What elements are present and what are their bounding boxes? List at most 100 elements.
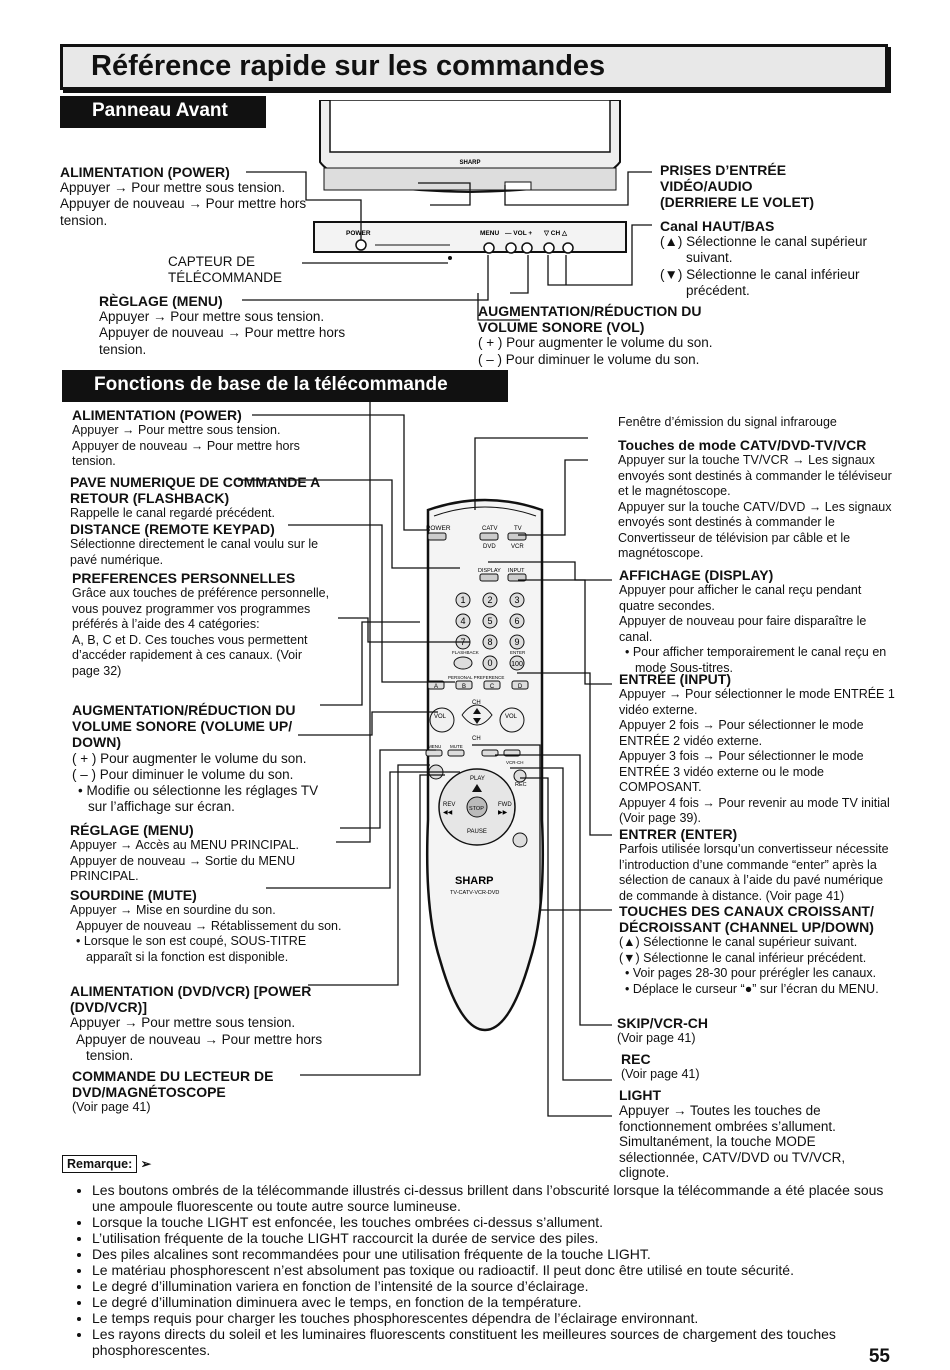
remote-ch-down-label: CH (472, 736, 481, 742)
right-skip-block: SKIP/VCR-CH (Voir page 41) (617, 1015, 817, 1047)
remote-mute-button[interactable] (447, 749, 465, 757)
right-skip-heading: SKIP/VCR-CH (617, 1015, 709, 1031)
remote-key-4[interactable] (455, 613, 471, 629)
remote-key-1[interactable] (455, 592, 471, 608)
right-display-block: AFFICHAGE (DISPLAY) Appuyer pour affiche… (619, 567, 897, 676)
remote-pref-c-button[interactable] (483, 680, 501, 690)
left-keypad-heading: DISTANCE (REMOTE KEYPAD) (70, 521, 275, 537)
remote-fwd-icon[interactable]: ▶▶ (498, 810, 508, 816)
tv-ch-up-button[interactable] (562, 242, 574, 254)
remote-key-8-label: 8 (487, 637, 492, 647)
remote-vol-down-label: VOL (434, 714, 447, 720)
remote-pref-b-button[interactable] (455, 680, 473, 690)
tv-vol-up-button[interactable] (521, 242, 533, 254)
tv-vol-down-button[interactable] (505, 242, 517, 254)
right-rec-heading: REC (621, 1051, 651, 1067)
left-player-heading: COMMANDE DU LECTEUR DE DVD/MAGNÉTOSCOPE (72, 1068, 274, 1100)
remote-key-5[interactable] (482, 613, 498, 629)
front-ch-up-text: (▲) Sélectionne le canal supérieur suiva… (660, 234, 867, 266)
remarque-label: Remarque: ➢ (62, 1155, 152, 1173)
remote-play-label: PLAY (470, 776, 485, 782)
remote-key-6[interactable] (509, 613, 525, 629)
left-mute-text-3: • Lorsque le son est coupé, SOUS-TITRE a… (76, 934, 307, 964)
right-light-text: Appuyer → Toutes les touches de fonction… (619, 1103, 846, 1180)
note-item: Des piles alcalines sont recommandées po… (92, 1246, 902, 1262)
remote-tv-label: TV (514, 526, 522, 532)
remote-input-button[interactable] (507, 573, 527, 582)
remote-pref-d-label: D (518, 684, 523, 690)
right-enter-text: Parfois utilisée lorsqu’un convertisseur… (619, 842, 889, 903)
left-power-block: ALIMENTATION (POWER) Appuyer → Pour mett… (72, 407, 332, 470)
remote-key-3-label: 3 (514, 595, 519, 605)
remote-catv-dvd-button[interactable] (479, 532, 499, 541)
section-front-banner: Panneau Avant (60, 96, 266, 128)
right-light-block: LIGHT Appuyer → Toutes les touches de fo… (619, 1087, 887, 1181)
remote-ch-up-icon[interactable] (473, 708, 481, 714)
remote-vol-up-button[interactable] (499, 707, 525, 733)
left-menu-text-1: Appuyer → Accès au MENU PRINCIPAL. (70, 838, 300, 852)
remote-power-button[interactable] (427, 532, 447, 541)
left-dvd-power-block: ALIMENTATION (DVD/VCR) [POWER (DVD/VCR)]… (70, 983, 342, 1064)
page-title: Référence rapide sur les commandes (91, 50, 606, 82)
right-mode-text-2: Appuyer sur la touche CATV/DVD → Les sig… (618, 499, 892, 561)
left-flashback-text: Rappelle le canal regardé précédent. (70, 506, 275, 520)
remote-skip-button[interactable] (481, 749, 499, 757)
left-keypad-block: DISTANCE (REMOTE KEYPAD) Sélectionne dir… (70, 521, 342, 568)
note-item: Le degré d’illumination variera en fonct… (92, 1278, 902, 1294)
front-sensor-label: CAPTEUR DE TÉLÉCOMMANDE (168, 254, 283, 286)
remote-key-3[interactable] (509, 592, 525, 608)
tv-menu-label: MENU (480, 230, 499, 237)
remote-key-2[interactable] (482, 592, 498, 608)
page-title-box: Référence rapide sur les commandes (60, 44, 888, 90)
left-vol-text-1: ( + ) Pour augmenter le volume du son. (72, 750, 307, 766)
remote-display-button[interactable] (479, 573, 499, 582)
left-menu-text-2: Appuyer de nouveau → Sortie du MENU PRIN… (70, 853, 296, 884)
remote-pref-d-button[interactable] (511, 680, 529, 690)
remote-key-100[interactable] (509, 655, 525, 671)
remote-vol-down-button[interactable] (429, 707, 455, 733)
left-mute-block: SOURDINE (MUTE) Appuyer → Mise en sourdi… (70, 887, 342, 965)
remote-key-6-label: 6 (514, 616, 519, 626)
right-ir-window-label: Fenêtre d’émission du signal infrarouge (618, 415, 837, 429)
tv-menu-button[interactable] (483, 242, 495, 254)
remote-fwd-label: FWD (498, 802, 512, 808)
remote-key-9[interactable] (509, 634, 525, 650)
remote-vcr-ch-label: VCR-CH (506, 760, 524, 765)
left-player-block: COMMANDE DU LECTEUR DE DVD/MAGNÉTOSCOPE … (72, 1068, 312, 1116)
remote-play-icon[interactable] (472, 784, 482, 792)
remote-key-0-label: 0 (487, 658, 492, 668)
right-channel-text-4: • Déplace le curseur “●” sur l’écran du … (625, 981, 879, 996)
front-menu-text-2: Appuyer de nouveau → Pour mettre hors te… (99, 325, 346, 357)
front-vol-heading: AUGMENTATION/RÉDUCTION DU VOLUME SONORE … (478, 303, 702, 336)
remote-model-label: TV-CATV-VCR-DVD (450, 890, 499, 896)
remote-rev-icon[interactable]: ◀◀ (443, 810, 453, 816)
remote-rec-label: REC (515, 782, 527, 788)
right-input-block: ENTRÉE (INPUT) Appuyer → Pour sélectionn… (619, 671, 897, 827)
left-menu-heading: RÉGLAGE (MENU) (70, 822, 194, 838)
remote-power-label: POWER (426, 525, 451, 532)
note-item: L’utilisation fréquente de la touche LIG… (92, 1230, 902, 1246)
note-item: Les rayons directs du soleil et les lumi… (92, 1326, 902, 1358)
left-vol-text-2: ( – ) Pour diminuer le volume du son. (72, 766, 294, 782)
left-power-text-1: Appuyer → Pour mettre sous tension. (72, 423, 281, 437)
remote-flashback-button[interactable] (453, 656, 473, 670)
left-dvd-power-text-1: Appuyer → Pour mettre sous tension. (70, 1015, 296, 1031)
tv-ch-down-button[interactable] (543, 242, 555, 254)
front-menu-text-1: Appuyer → Pour mettre sous tension. (99, 309, 325, 325)
front-vol-block: AUGMENTATION/RÉDUCTION DU VOLUME SONORE … (478, 303, 748, 368)
remote-key-1-label: 1 (460, 595, 465, 605)
front-power-block: ALIMENTATION (POWER) Appuyer → Pour mett… (60, 164, 310, 229)
remote-key-0[interactable] (482, 655, 498, 671)
remote-light-button[interactable] (512, 832, 528, 848)
left-vol-heading: AUGMENTATION/RÉDUCTION DU VOLUME SONORE … (72, 702, 296, 751)
remote-key-8[interactable] (482, 634, 498, 650)
remote-ch-down-icon[interactable] (473, 718, 481, 724)
remote-rec-button[interactable] (513, 769, 527, 783)
remote-stop-button[interactable] (466, 796, 488, 818)
note-item: Les boutons ombrés de la télécommande il… (92, 1182, 902, 1214)
remote-pref-a-button[interactable] (427, 680, 445, 690)
front-ch-heading: Canal HAUT/BAS (660, 218, 775, 234)
right-input-text-1: Appuyer → Pour sélectionner le mode ENTR… (619, 687, 895, 717)
tv-brand-label: SHARP (459, 160, 480, 166)
left-dvd-power-text-2: Appuyer de nouveau → Pour mettre hors te… (76, 1031, 323, 1063)
